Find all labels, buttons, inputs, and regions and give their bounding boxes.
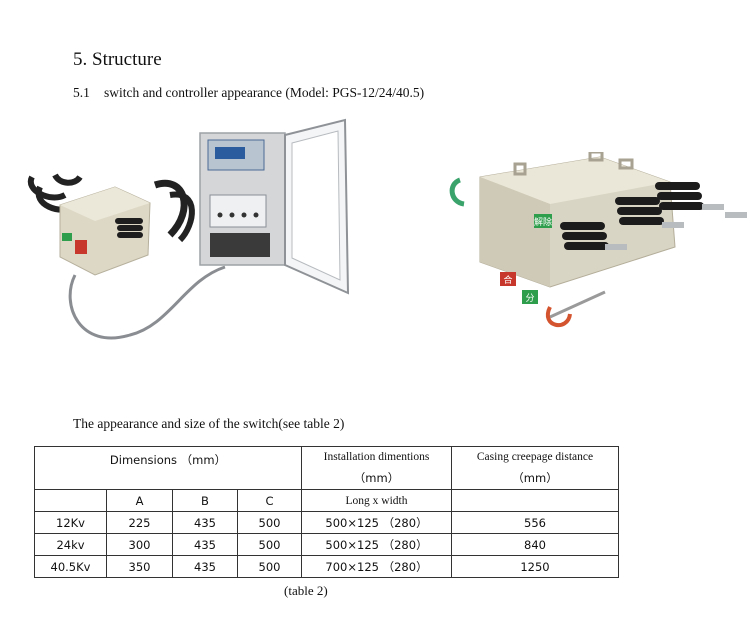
creepage-cell: 1250 bbox=[451, 555, 619, 578]
creepage-subheader bbox=[451, 489, 619, 512]
dimensions-header: Dimensions （mm） bbox=[34, 446, 302, 490]
subsection-heading: 5.1 switch and controller appearance (Mod… bbox=[73, 85, 424, 101]
installation-header-title: Installation dimentions bbox=[323, 451, 430, 463]
installation-subheader: Long x width bbox=[301, 489, 452, 512]
rating-cell: 24kv bbox=[34, 533, 107, 556]
c-cell: 500 bbox=[237, 533, 302, 556]
table-header-row: Dimensions （mm） Installation dimentions … bbox=[34, 446, 619, 490]
b-cell: 435 bbox=[172, 533, 238, 556]
creepage-header-unit: （mm） bbox=[512, 471, 558, 485]
rating-cell: 40.5Kv bbox=[34, 555, 107, 578]
subsection-number: 5.1 bbox=[73, 85, 90, 100]
a-cell: 350 bbox=[106, 555, 173, 578]
release-sign-label: 解除 bbox=[534, 216, 552, 228]
switch-and-controller-photo bbox=[27, 118, 350, 340]
installation-cell: 500×125 （280） bbox=[301, 511, 452, 534]
switch-closeup-photo: 解除 合 分 bbox=[449, 152, 747, 328]
c-cell: 500 bbox=[237, 555, 302, 578]
installation-header: Installation dimentions （mm） bbox=[301, 446, 452, 490]
close-sign-label: 合 bbox=[503, 274, 512, 286]
rating-cell: 12Kv bbox=[34, 511, 107, 534]
installation-header-unit: （mm） bbox=[353, 471, 400, 485]
c-cell: 500 bbox=[237, 511, 302, 534]
rating-column-header bbox=[34, 489, 107, 512]
installation-cell: 500×125 （280） bbox=[301, 533, 452, 556]
creepage-header: Casing creepage distance （mm） bbox=[451, 446, 619, 490]
a-cell: 300 bbox=[106, 533, 173, 556]
a-cell: 225 bbox=[106, 511, 173, 534]
section-heading: 5. Structure bbox=[73, 49, 162, 70]
creepage-cell: 840 bbox=[451, 533, 619, 556]
table-row: 12Kv 225 435 500 500×125 （280） 556 bbox=[34, 511, 619, 534]
table-subheader-row: A B C Long x width bbox=[34, 489, 619, 512]
table-row: 40.5Kv 350 435 500 700×125 （280） 1250 bbox=[34, 555, 619, 578]
table-intro-text: The appearance and size of the switch(se… bbox=[73, 416, 345, 431]
b-cell: 435 bbox=[172, 555, 238, 578]
creepage-cell: 556 bbox=[451, 511, 619, 534]
b-cell: 435 bbox=[172, 511, 238, 534]
subsection-title: switch and controller appearance (Model:… bbox=[104, 85, 425, 100]
column-c-header: C bbox=[237, 489, 302, 512]
column-b-header: B bbox=[172, 489, 238, 512]
open-sign-label: 分 bbox=[525, 293, 534, 304]
creepage-header-title: Casing creepage distance bbox=[476, 451, 594, 463]
dimensions-table: Dimensions （mm） Installation dimentions … bbox=[34, 446, 619, 578]
table-row: 24kv 300 435 500 500×125 （280） 840 bbox=[34, 533, 619, 556]
column-a-header: A bbox=[106, 489, 173, 512]
installation-cell: 700×125 （280） bbox=[301, 555, 452, 578]
table-caption: (table 2) bbox=[284, 583, 328, 598]
